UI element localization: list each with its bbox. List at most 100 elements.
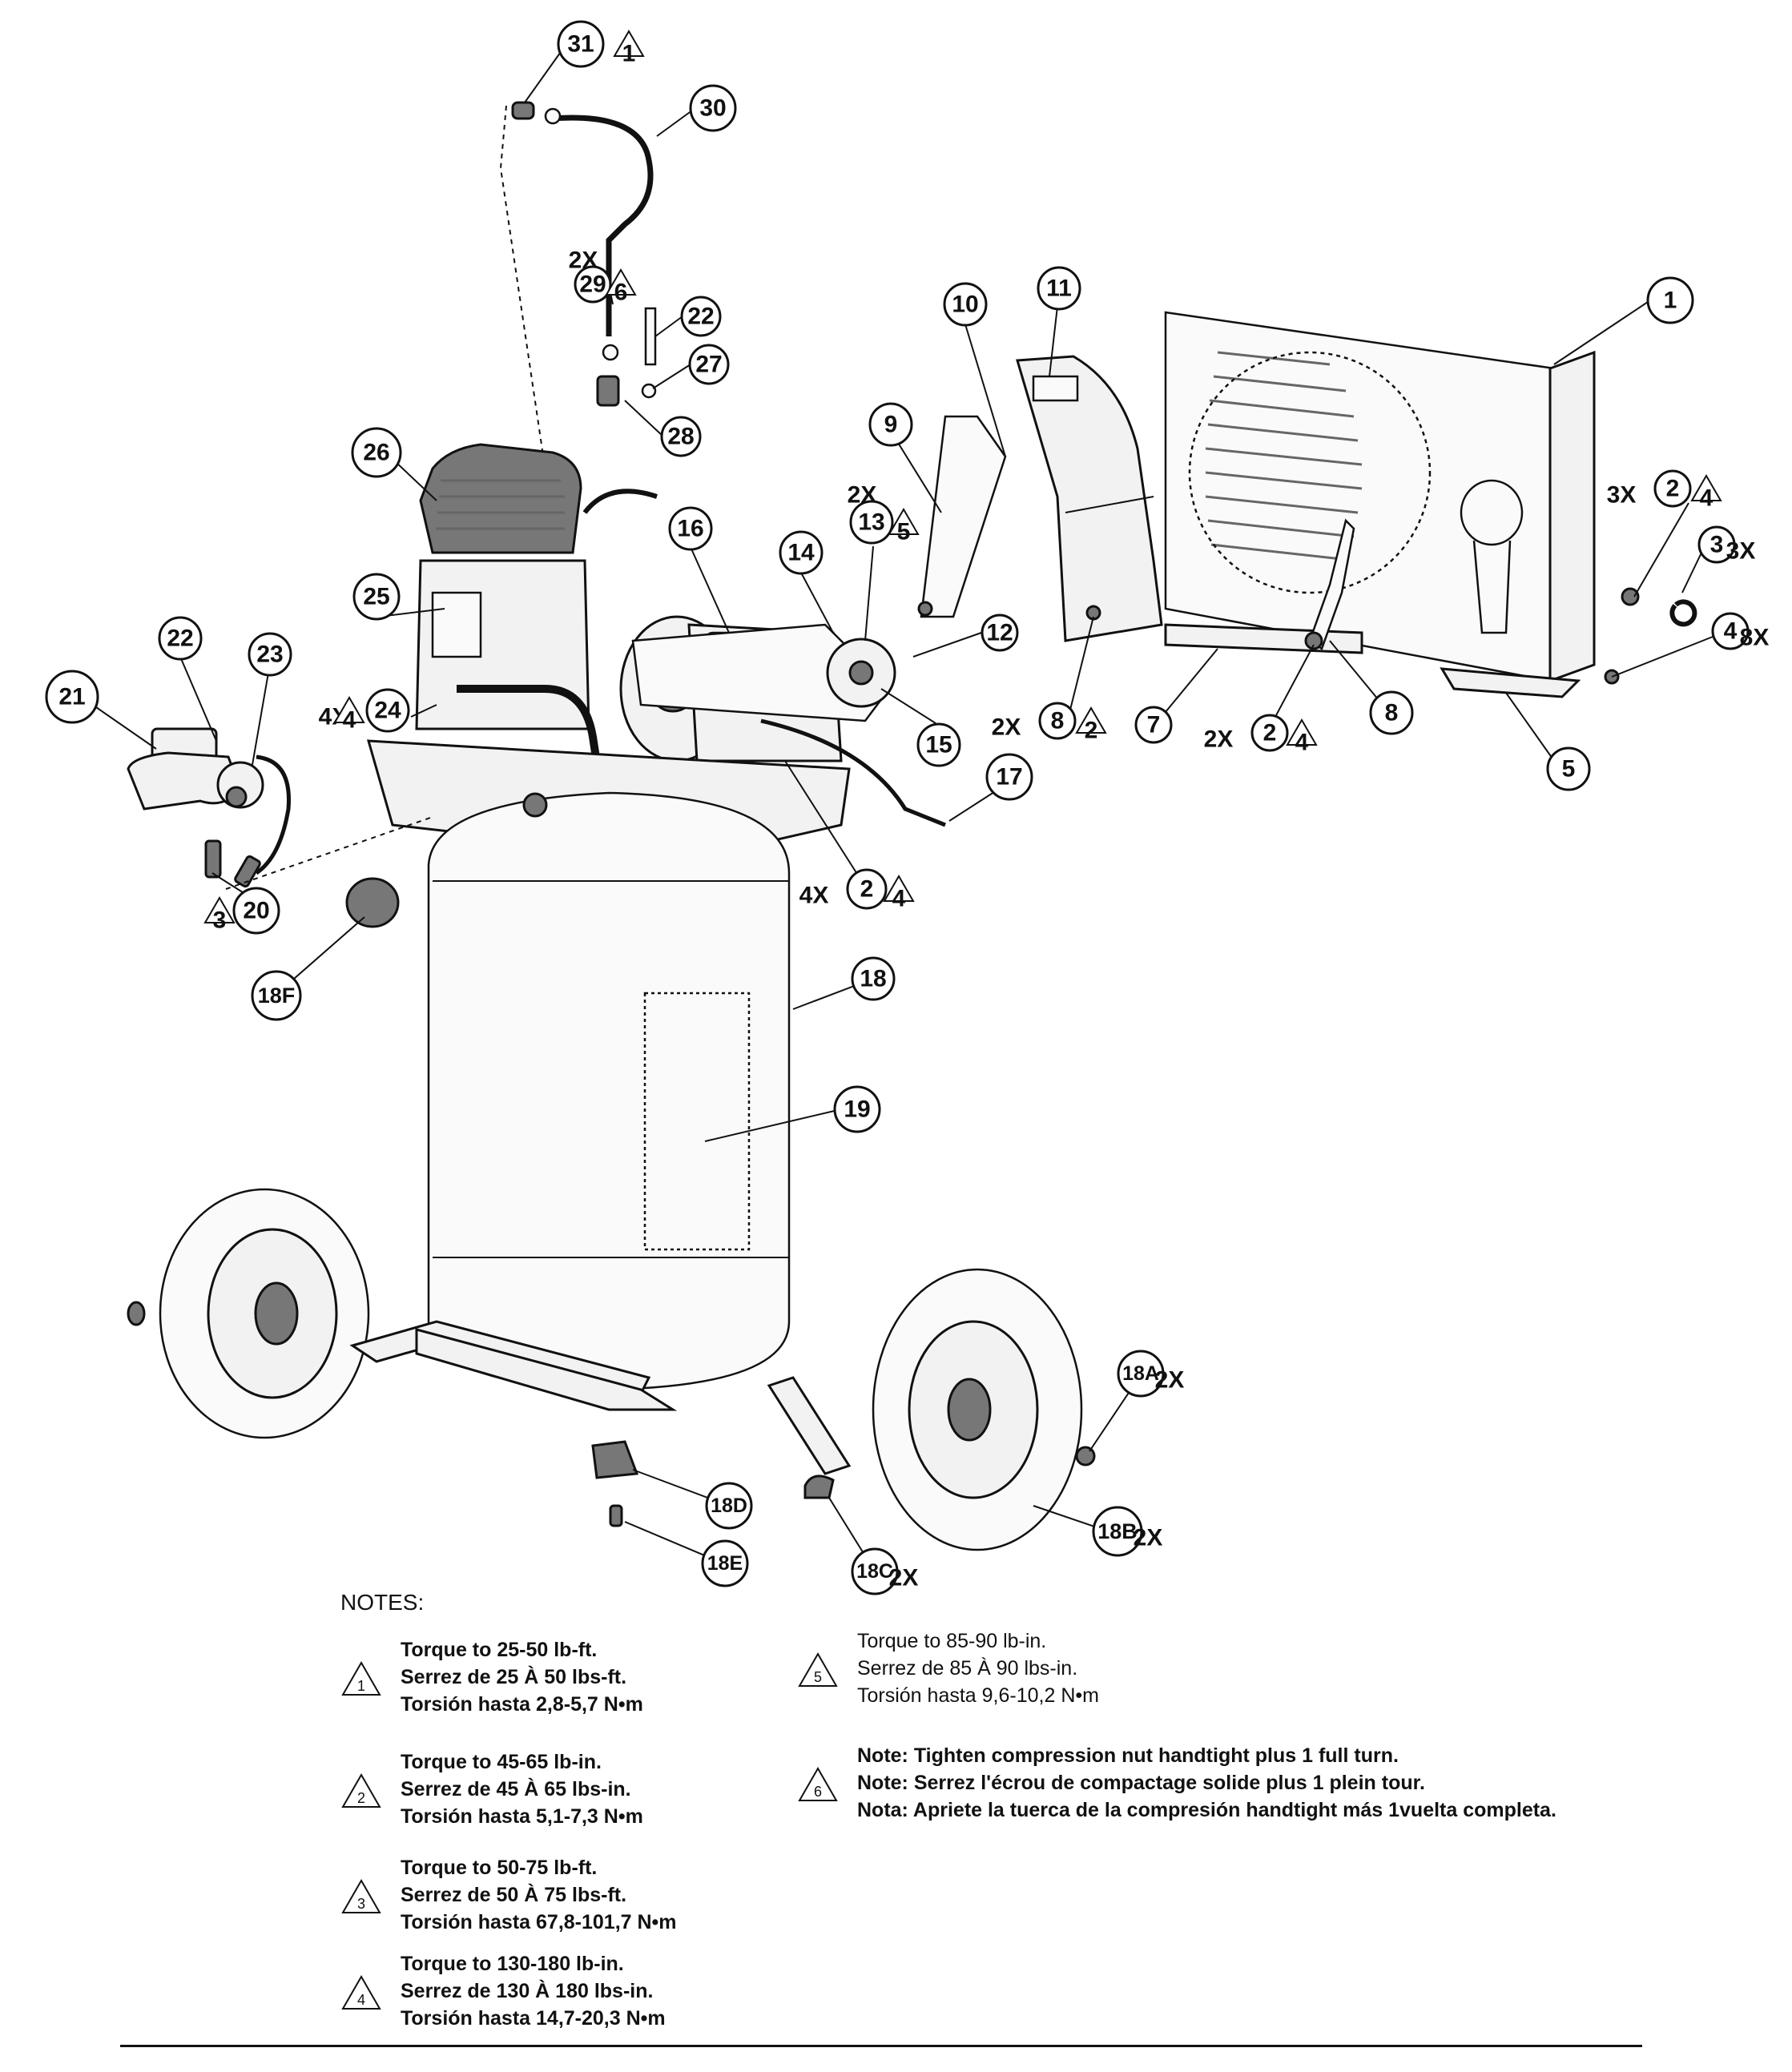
callout-part-26: 26 [351,427,402,478]
callout-label: 17 [996,764,1022,791]
callout-label: 12 [986,620,1013,646]
callout-quantity: 2X [569,247,598,274]
callout-part-11: 11 [1037,266,1081,311]
callout-label: 28 [667,424,694,450]
callout-label: 22 [687,304,714,330]
svg-text:4: 4 [892,886,906,912]
callout-label: 18E [707,1552,743,1575]
note-line: Note: Serrez l'écrou de compactage solid… [857,1772,1425,1794]
callout-part-10: 10 [943,282,988,327]
warning-triangle-icon: 5 [798,1652,838,1687]
callout-part-18f: 18F [251,970,302,1021]
note-line: Note: Tighten compression nut handtight … [857,1744,1399,1767]
callout-quantity: 2X [889,1565,919,1591]
callout-part-21: 21 [45,670,99,724]
bottom-rule [120,2045,1642,2047]
drain-valve-stem [609,1504,623,1527]
svg-text:4: 4 [357,1992,365,2008]
callout-label: 25 [363,584,389,610]
svg-text:1: 1 [622,41,636,67]
warning-triangle-icon: 4 [1286,718,1318,756]
callout-part-27: 27 [688,344,730,385]
warning-triangle-icon: 4 [341,1974,381,2010]
callout-part-1: 1 [1646,276,1694,324]
note-line: Torque to 130-180 lb-in. [401,1953,624,1975]
shroud-round-vent [1460,479,1524,546]
callout-part-25: 25 [352,573,401,621]
callout-label: 7 [1147,712,1161,738]
callout-part-2: 2 3X 4 [1607,469,1722,512]
callout-label: 2 [1263,720,1277,746]
callout-label: 18 [860,966,886,992]
callout-part-19: 19 [833,1085,881,1133]
callout-part-15: 15 [916,722,961,767]
callout-quantity: 8X [1740,625,1770,651]
callout-quantity: 4X [799,883,829,909]
note-line: Torque to 45-65 lb-in. [401,1751,602,1773]
svg-text:4: 4 [343,707,356,734]
release-tube [644,307,657,366]
discharge-tube [552,115,654,336]
callout-label: 26 [363,440,389,466]
svg-text:6: 6 [814,1784,822,1800]
callout-label: 20 [243,898,269,924]
notes-heading: NOTES: [340,1590,425,1615]
warning-triangle-icon: 4 [1690,474,1722,512]
svg-text:6: 6 [614,280,628,306]
callout-part-7: 7 [1134,706,1173,744]
callout-part-2: 2 4X 4 [799,868,915,912]
callout-label: 19 [844,1096,870,1123]
warning-triangle-icon: 2 [341,1772,381,1808]
callout-part-8: 8 [1369,690,1414,735]
callout-label: 2 [1666,476,1680,502]
callout-label: 18B [1097,1519,1138,1543]
note-line: Torque to 25-50 lb-ft. [401,1639,598,1661]
callout-label: 10 [952,292,978,318]
shroud-inner [1016,355,1163,642]
callout-part-9: 9 [868,402,913,447]
callout-part-31: 31 1 [557,20,645,68]
warning-triangle-icon: 1 [613,30,645,67]
callout-label: 13 [858,509,884,536]
callout-label: 23 [256,642,283,668]
callout-label: 31 [567,31,594,58]
callout-label: 2 [860,876,874,903]
callout-quantity: 2X [1155,1367,1185,1394]
callout-label: 11 [1046,276,1072,302]
callout-quantity: 2X [848,482,877,509]
svg-text:5: 5 [814,1669,822,1685]
svg-text:4: 4 [1295,730,1309,756]
note-line: Serrez de 130 À 180 lbs-in. [401,1980,654,2002]
note-line: Serrez de 85 À 90 lbs-in. [857,1657,1078,1680]
shroud-vent-grille [1205,351,1363,561]
callout-part-22: 22 [158,616,203,661]
callout-quantity: 3X [1607,482,1637,509]
belt-guard-inner [631,623,891,722]
callout-label: 8 [1385,700,1399,726]
callout-part-17: 17 [985,753,1033,801]
note-line: Torsión hasta 14,7-20,3 N•m [401,2007,666,2030]
callout-label: 8 [1051,708,1065,734]
warning-triangle-icon: 1 [341,1660,381,1696]
note-line: Torsión hasta 5,1-7,3 N•m [401,1805,643,1828]
warning-triangle-icon: 5 [888,508,920,545]
svg-text:2: 2 [357,1790,365,1806]
callout-label: 4 [1724,618,1738,645]
callout-part-30: 30 [689,84,737,132]
warning-triangle-icon: 3 [341,1878,381,1913]
notes-section: NOTES: 1 Torque to 25-50 lb-ft. Serrez de… [0,1590,1792,2038]
note-line: Serrez de 25 À 50 lbs-ft. [401,1666,627,1688]
svg-text:1: 1 [357,1678,365,1694]
callout-quantity: 2X [992,714,1021,741]
callout-part-18d: 18D [705,1482,753,1530]
callout-quantity: 2X [1204,726,1234,753]
note-line: Torque to 85-90 lb-in. [857,1630,1047,1652]
callout-quantity: 3X [1726,538,1756,565]
tank-leg [767,1376,852,1475]
